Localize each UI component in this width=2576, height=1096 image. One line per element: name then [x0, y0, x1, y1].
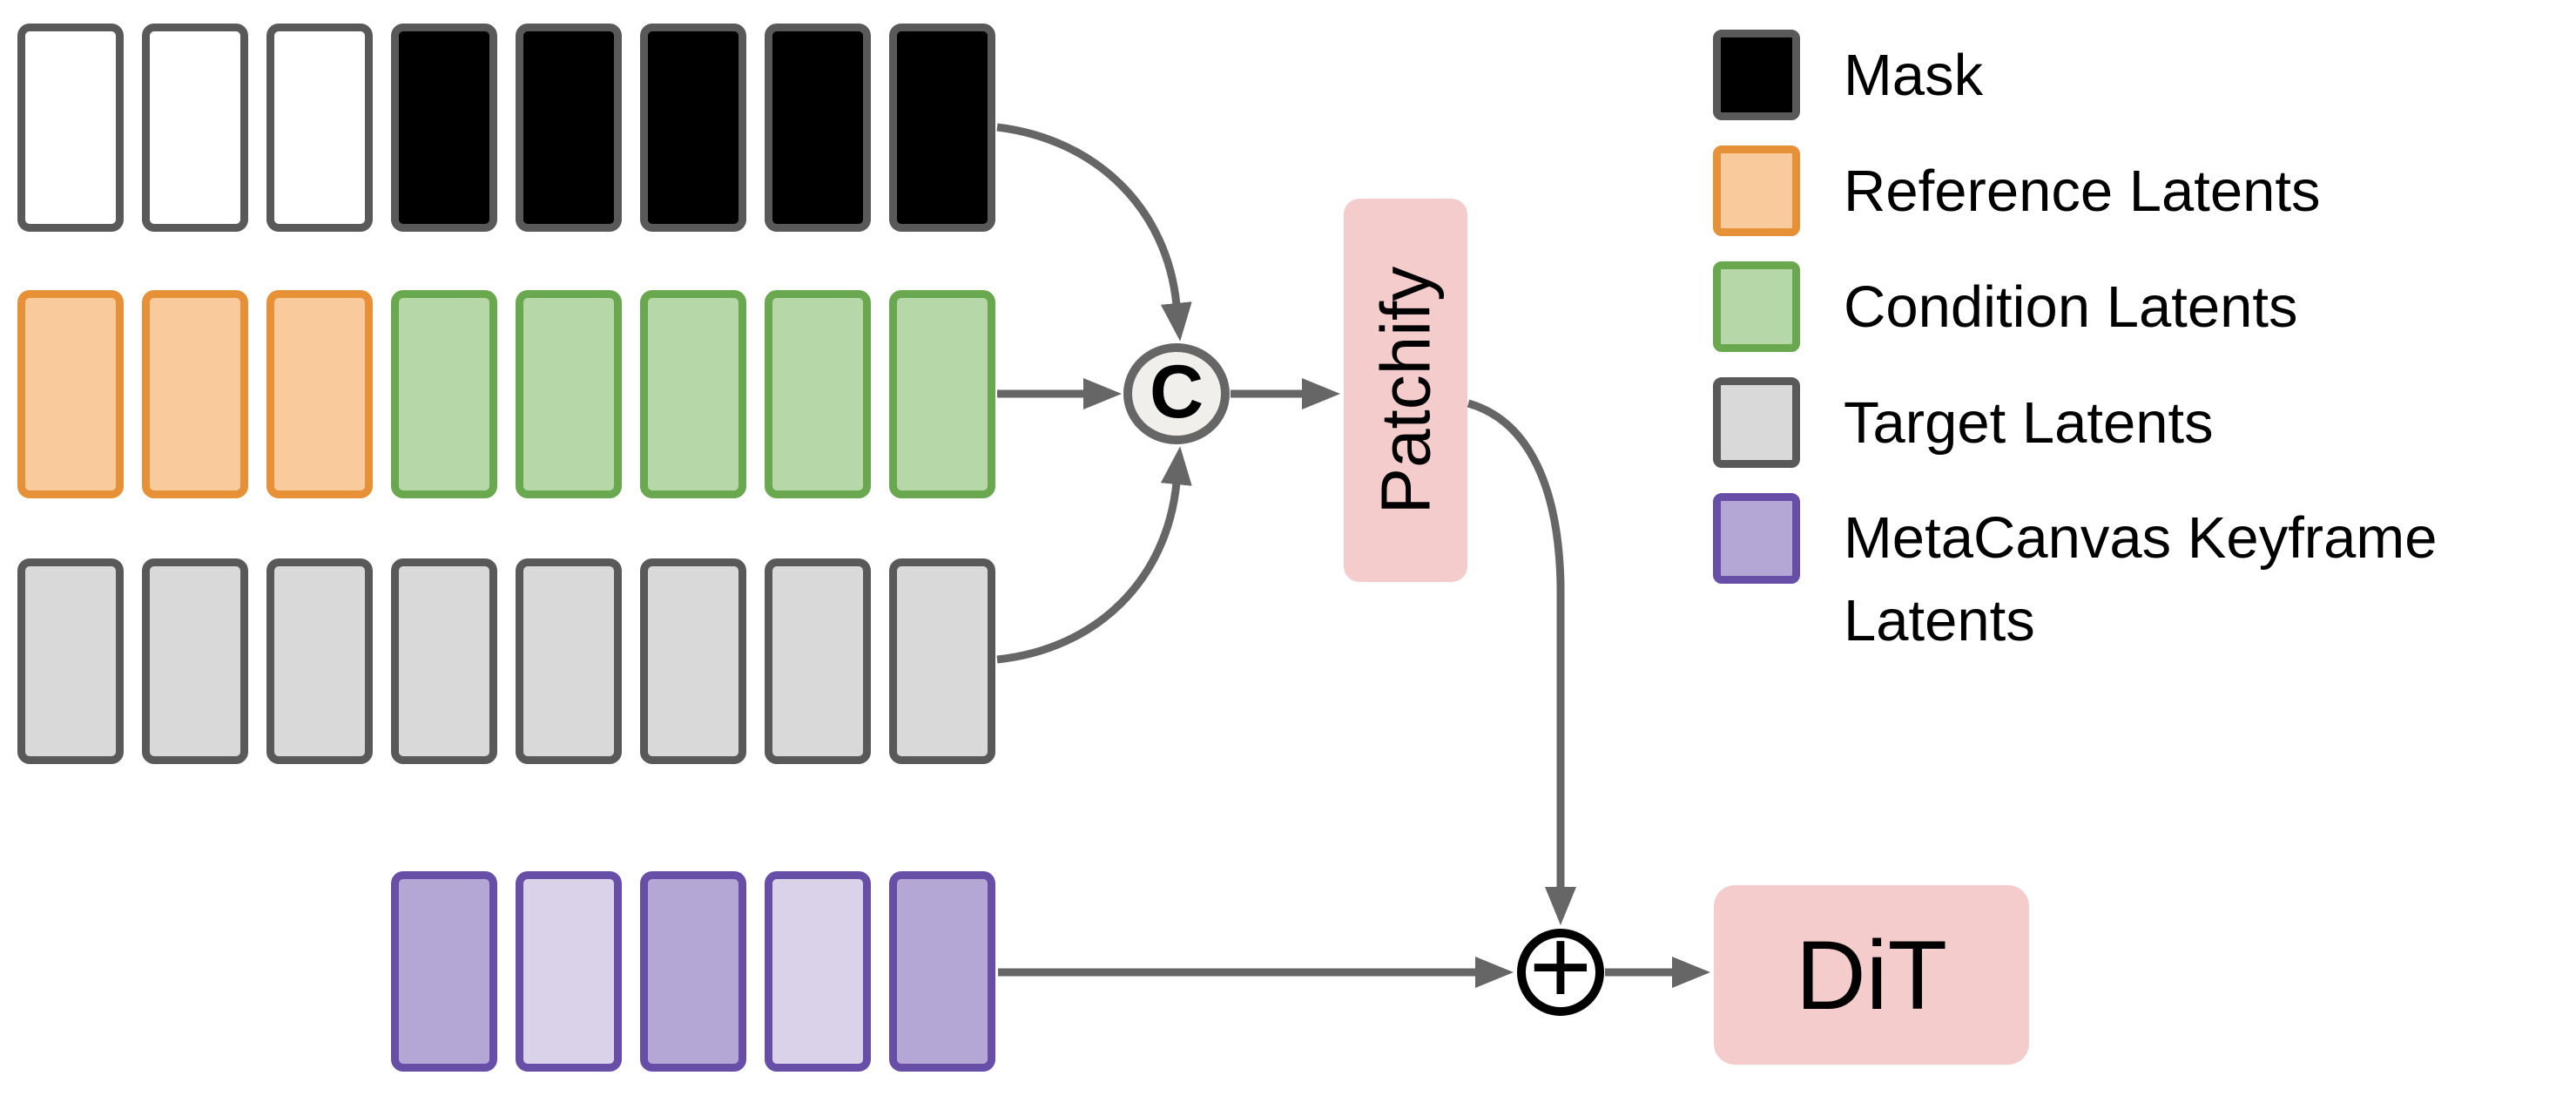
- arrow-target-to-concat: [996, 446, 1192, 664]
- latent-token-green: [765, 290, 871, 498]
- dit-box: DiT: [1714, 885, 2029, 1065]
- latent-token-black: [765, 24, 871, 232]
- latent-token-gray: [640, 558, 746, 764]
- legend-label: Condition Latents: [1844, 274, 2298, 340]
- legend-item-condition-latents: Condition Latents: [1713, 261, 2576, 352]
- arrow-patchify-to-sum: [1467, 399, 1576, 925]
- legend-label: Target Latents: [1844, 389, 2214, 456]
- legend-item-reference-latents: Reference Latents: [1713, 145, 2576, 236]
- latent-token-orange: [142, 290, 248, 498]
- target-latents-swatch: [1713, 377, 1800, 468]
- legend: Mask Reference Latents Condition Latents…: [1713, 30, 2576, 687]
- latent-token-purple_dark: [391, 871, 497, 1072]
- latent-token-purple_dark: [640, 871, 746, 1072]
- concat-node: C: [1123, 343, 1230, 444]
- latent-token-white: [142, 24, 248, 232]
- reference-latents-swatch: [1713, 145, 1800, 236]
- latent-token-purple_light: [765, 871, 871, 1072]
- mask-swatch: [1713, 30, 1800, 120]
- patchify-box-label: Patchify: [1366, 266, 1445, 515]
- target-row: [17, 558, 995, 764]
- concat-node-label: C: [1149, 349, 1204, 434]
- latent-token-gray: [889, 558, 995, 764]
- latent-token-orange: [266, 290, 373, 498]
- latent-token-orange: [17, 290, 124, 498]
- legend-label: Reference Latents: [1844, 158, 2321, 224]
- dit-box-label: DiT: [1795, 920, 1948, 1030]
- plus-icon: +: [1528, 907, 1593, 1027]
- latent-token-green: [391, 290, 497, 498]
- legend-label: MetaCanvas Keyframe Latents: [1844, 505, 2438, 653]
- latent-token-black: [516, 24, 622, 232]
- mask-row: [17, 24, 995, 232]
- condition-latents-swatch: [1713, 261, 1800, 352]
- latent-token-black: [889, 24, 995, 232]
- latent-token-gray: [17, 558, 124, 764]
- arrow-mask-to-concat: [996, 123, 1192, 342]
- latent-token-purple_dark: [889, 871, 995, 1072]
- latent-token-black: [640, 24, 746, 232]
- latent-token-gray: [765, 558, 871, 764]
- latent-token-white: [17, 24, 124, 232]
- reference-condition-row: [17, 290, 995, 498]
- legend-item-target-latents: Target Latents: [1713, 377, 2576, 468]
- legend-item-mask: Mask: [1713, 30, 2576, 120]
- latent-token-green: [640, 290, 746, 498]
- latent-token-gray: [391, 558, 497, 764]
- legend-label: Mask: [1844, 42, 1984, 108]
- legend-item-metacanvas-keyframe-latents: MetaCanvas Keyframe Latents: [1713, 493, 2576, 662]
- latent-token-white: [266, 24, 373, 232]
- latent-token-gray: [142, 558, 248, 764]
- metacanvas-keyframe-row: [391, 871, 995, 1072]
- patchify-box: Patchify: [1344, 199, 1467, 582]
- metacanvas-keyframe-latents-swatch: [1713, 493, 1800, 584]
- latent-token-green: [516, 290, 622, 498]
- sum-node: +: [1517, 907, 1604, 1027]
- latent-token-gray: [516, 558, 622, 764]
- latent-token-black: [391, 24, 497, 232]
- latent-token-gray: [266, 558, 373, 764]
- latent-token-purple_light: [516, 871, 622, 1072]
- latent-token-green: [889, 290, 995, 498]
